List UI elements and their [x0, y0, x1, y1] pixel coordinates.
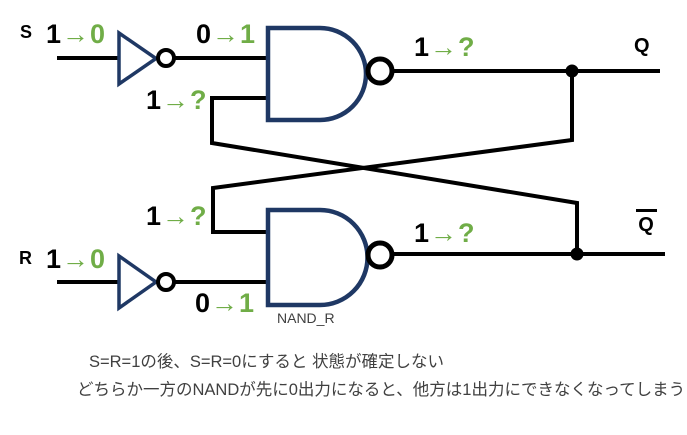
r-inverter-bubble: [156, 272, 176, 292]
feedback-wire-qbar-to-top-nand: [210, 96, 579, 254]
r-inverted-transition: 0→1: [195, 288, 255, 318]
arrow-glyph: →: [62, 244, 90, 274]
bottom-feedback-transition: 1→?: [146, 201, 207, 231]
s-inverter-bubble: [156, 48, 176, 68]
s-inverted-transition: 0→1: [196, 19, 256, 49]
q-junction-dot: [565, 64, 579, 78]
qbar-output-transition: 1→?: [414, 218, 475, 248]
arrow-glyph: →: [430, 218, 458, 248]
top-feedback-transition: 1→?: [146, 85, 207, 115]
top-nand-gate: [265, 25, 369, 123]
arrow-glyph: →: [430, 32, 458, 62]
s-port-label: S: [20, 22, 33, 42]
r-port-label: R: [19, 248, 32, 268]
feedback-wire-q-to-bottom-nand: [211, 71, 574, 234]
arrow-glyph: →: [212, 19, 240, 49]
r-input-transition: 1→0: [46, 244, 106, 274]
note-line-1: S=R=1の後、S=R=0にすると 状態が確定しない: [89, 353, 444, 371]
bottom-nand-output-bubble: [365, 240, 395, 270]
qbar-overline: [635, 209, 657, 212]
bottom-nand-gate: [265, 207, 370, 308]
s-input-transition: 1→0: [46, 19, 106, 49]
arrow-glyph: →: [162, 85, 190, 115]
arrow-glyph: →: [62, 19, 90, 49]
r-inverter-triangle: [117, 252, 160, 312]
q-port-label: Q: [634, 35, 650, 57]
top-nand-output-bubble: [365, 56, 395, 86]
nand-r-gate-label: NAND_R: [277, 310, 335, 326]
qbar-port-label: Q: [634, 209, 658, 237]
qbar-junction-dot: [570, 247, 584, 261]
s-inverter-triangle: [117, 29, 160, 88]
arrow-glyph: →: [162, 201, 190, 231]
arrow-glyph: →: [211, 288, 239, 318]
q-output-transition: 1→?: [414, 32, 475, 62]
note-line-2: どちらか一方のNANDが先に0出力になると、他方は1出力にできなくなってしまう: [77, 381, 686, 399]
